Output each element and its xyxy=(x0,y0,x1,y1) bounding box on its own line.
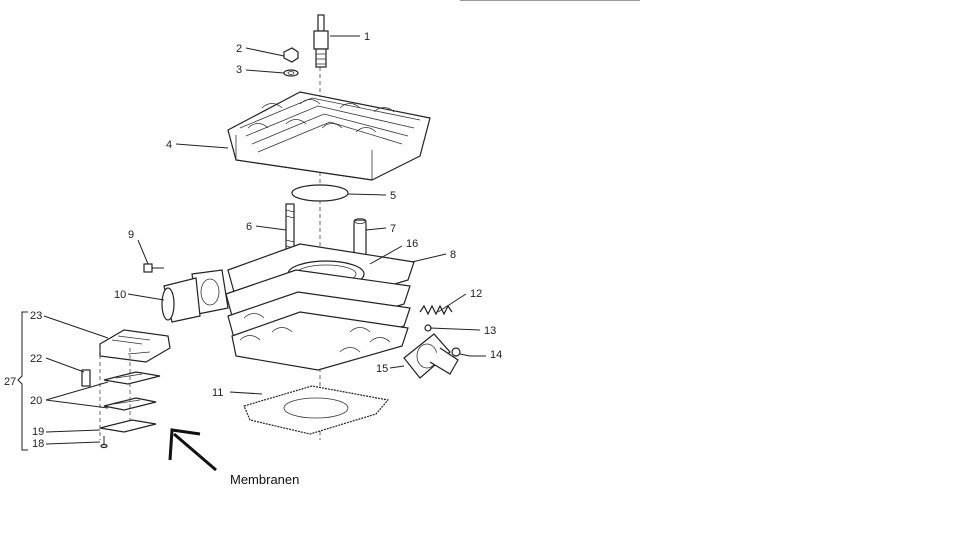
base-gasket xyxy=(243,385,390,435)
cylinder-head xyxy=(227,91,431,181)
callout-15: 15 xyxy=(376,363,388,375)
reed-plate-upper xyxy=(103,371,161,385)
callout-11: 11 xyxy=(212,387,223,399)
nut xyxy=(283,47,299,63)
callout-12: 12 xyxy=(470,288,482,300)
callout-18: 18 xyxy=(32,438,44,450)
callout-14: 14 xyxy=(490,349,502,361)
callout-2: 2 xyxy=(236,43,242,55)
group-bracket xyxy=(17,311,28,451)
intake-manifold xyxy=(161,269,229,323)
callout-8: 8 xyxy=(450,249,456,261)
reed-guide xyxy=(99,348,131,440)
callout-3: 3 xyxy=(236,64,242,76)
spring xyxy=(419,304,453,316)
washer xyxy=(283,69,299,77)
callout-22: 22 xyxy=(30,353,42,365)
callout-7: 7 xyxy=(390,223,396,235)
screw-intake xyxy=(143,263,164,273)
membrane-arrow-icon xyxy=(168,428,217,472)
screw-exhaust xyxy=(451,347,471,357)
callout-27: 27 xyxy=(4,376,16,388)
callout-13: 13 xyxy=(484,325,496,337)
cylinder xyxy=(225,243,415,371)
callout-20: 20 xyxy=(30,395,42,407)
small-screw xyxy=(100,436,108,449)
reed-bolt xyxy=(81,369,91,387)
callout-1: 1 xyxy=(364,31,370,43)
callout-23: 23 xyxy=(30,310,42,322)
callout-4: 4 xyxy=(166,139,172,151)
callout-16: 16 xyxy=(406,238,418,250)
sleeve xyxy=(353,218,367,259)
reed-block xyxy=(99,329,171,363)
callout-19: 19 xyxy=(32,426,44,438)
callout-6: 6 xyxy=(246,221,252,233)
stopper-plate xyxy=(99,419,157,433)
exhaust-flange xyxy=(403,333,459,379)
callout-10: 10 xyxy=(114,289,126,301)
callout-5: 5 xyxy=(390,190,396,202)
leader-lines xyxy=(43,35,486,445)
callout-9: 9 xyxy=(128,229,134,241)
membranen-label: Membranen xyxy=(230,472,299,487)
spark-plug xyxy=(313,14,329,68)
o-ring xyxy=(291,184,349,202)
